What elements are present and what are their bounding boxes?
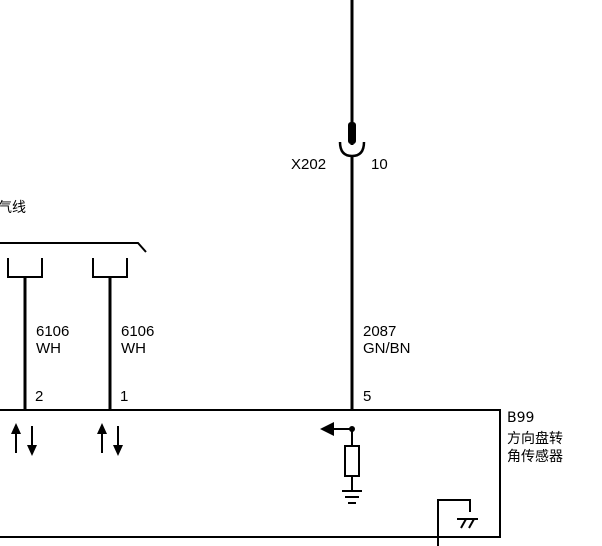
connector-cup-left [7,258,43,278]
pin-number-label: 5 [363,388,371,405]
header-wire-text: 气线 [0,200,26,216]
chassis-ground-icon [437,499,478,546]
wire-circuit-label: 2087 [363,323,396,340]
connector-cup-middle [92,258,128,278]
pin-number-label: 1 [120,388,128,405]
component-id-label: B99 [507,410,534,426]
component-box [0,409,501,538]
component-name-line1: 方向盘转 [507,430,563,447]
wire-pin-1: 6106 WH 1 [92,258,154,410]
sensor-output-circuit [320,422,362,504]
wire-color-label: WH [36,340,61,357]
ground-icon [342,490,362,504]
connector-id-label: X202 [291,156,326,173]
connector-pin-male [348,122,356,144]
resistor-icon [344,445,360,477]
wire-color-label: GN/BN [363,340,411,357]
wire-pin-2: 6106 WH 2 [7,258,69,410]
component-name-line2: 角传感器 [507,448,563,465]
wire-color-label: WH [121,340,146,357]
left-arrow-icon [320,422,334,436]
connector-pin-label: 10 [371,156,388,173]
bidirectional-arrow-icon [11,423,37,456]
wire-pin-5: X202 10 2087 GN/BN 5 [291,0,411,410]
pin-number-label: 2 [35,388,43,405]
bidirectional-arrow-icon [97,423,123,456]
bus-bracket [0,242,147,253]
wire-circuit-label: 6106 [121,323,154,340]
wire-circuit-label: 6106 [36,323,69,340]
